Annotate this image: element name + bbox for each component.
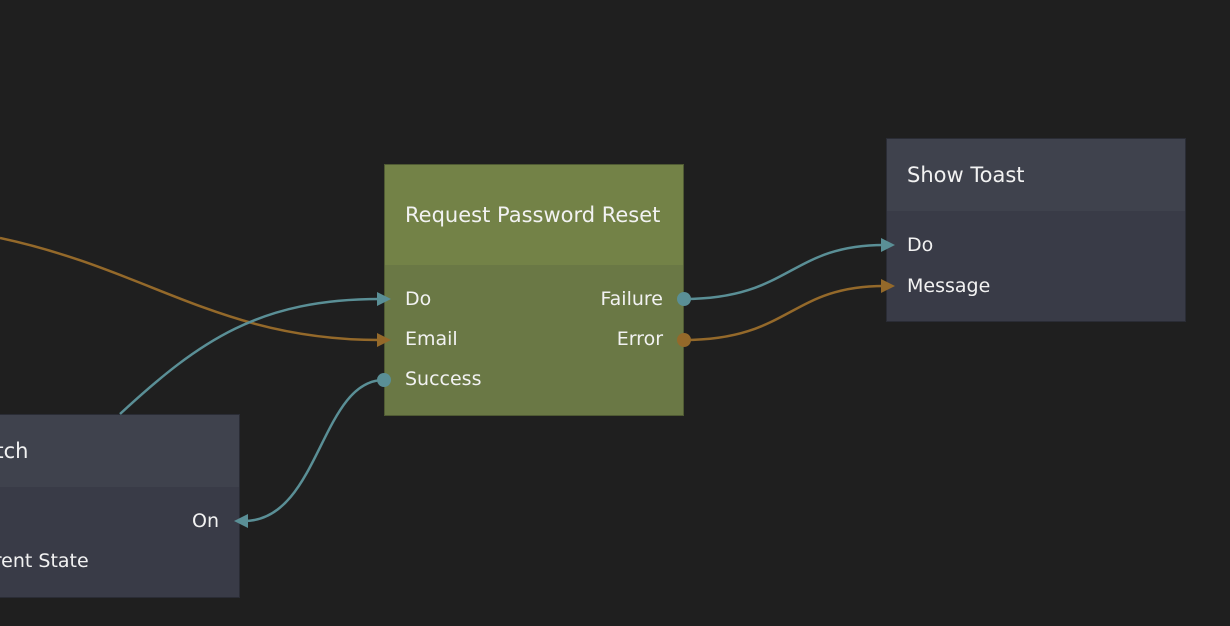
node-title: Show Toast [907, 162, 1025, 187]
port-failure[interactable]: Failure [600, 288, 663, 310]
port-do[interactable]: Do [907, 234, 934, 256]
wire-error[interactable] [683, 284, 885, 342]
node-title: Switch [0, 438, 29, 463]
wire-success[interactable] [243, 378, 385, 523]
node-title: Request Password Reset [405, 202, 661, 227]
switch-node[interactable]: Switch On Current State [0, 414, 240, 598]
port-current-state[interactable]: Current State [0, 550, 89, 572]
port-do[interactable]: Do [405, 288, 432, 310]
show-toast-node[interactable]: Show Toast Do Message [886, 138, 1186, 322]
wire-failure[interactable] [683, 243, 885, 301]
switch-node-header[interactable]: Switch [0, 415, 239, 487]
port-email[interactable]: Email [405, 328, 458, 350]
wire-do[interactable] [119, 297, 381, 415]
node-header[interactable]: Request Password Reset [385, 165, 683, 265]
port-error[interactable]: Error [616, 328, 663, 350]
port-success[interactable]: Success [405, 368, 482, 390]
node-header[interactable]: Show Toast [887, 139, 1185, 211]
port-on[interactable]: On [192, 510, 219, 532]
wire-email[interactable] [0, 236, 381, 342]
port-message[interactable]: Message [907, 275, 991, 297]
request-password-reset-node[interactable]: Request Password Reset Do Email Success … [384, 164, 684, 416]
